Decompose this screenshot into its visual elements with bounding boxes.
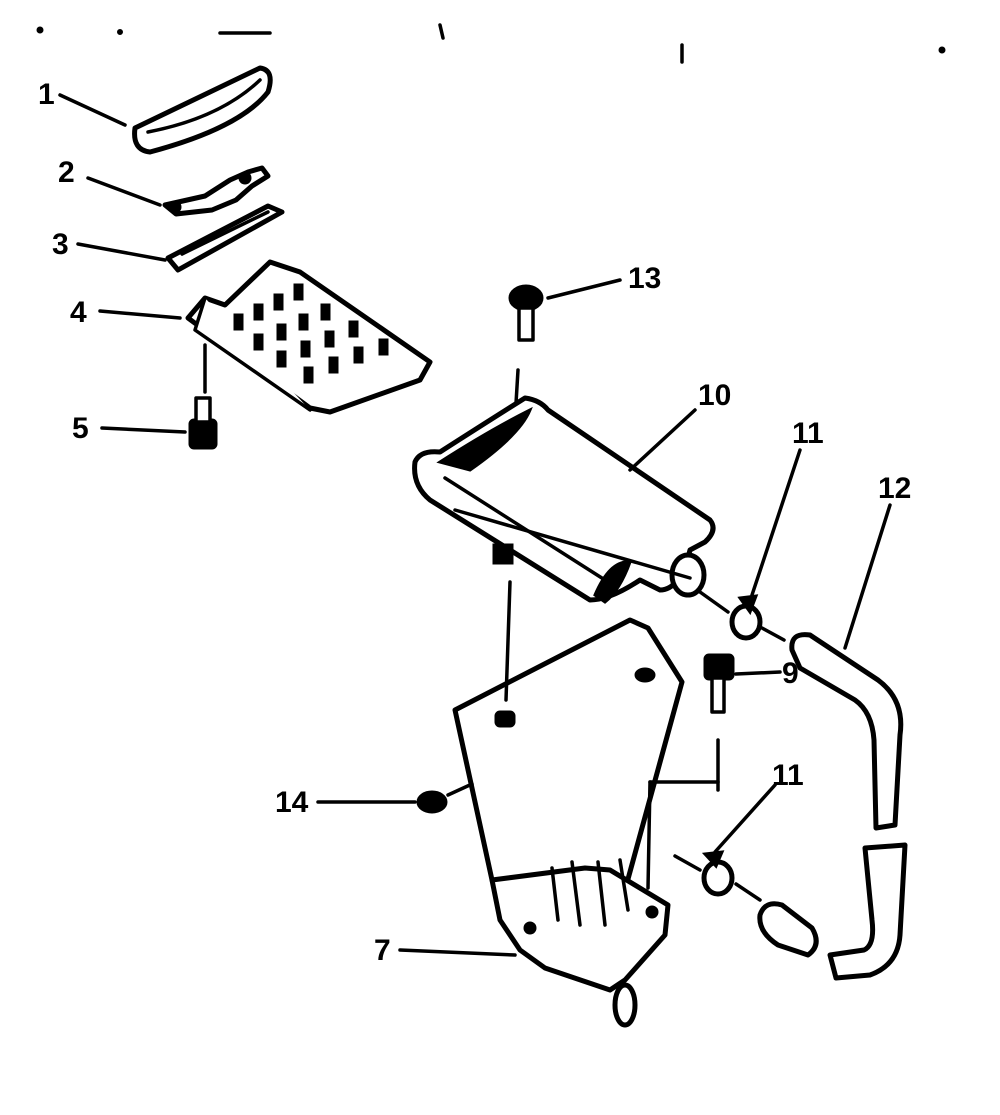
callout-7: 7	[374, 934, 517, 967]
callout-label: 14	[275, 786, 309, 819]
scan-specks	[36, 23, 946, 64]
part-9-screw	[703, 653, 735, 792]
part-7-plate	[452, 580, 720, 1028]
part-3-strip	[165, 203, 285, 273]
callout-label: 13	[628, 262, 661, 295]
part-4-grille	[185, 259, 433, 415]
part-12-hose	[789, 632, 908, 981]
part-14-nut	[416, 782, 474, 814]
callout-5: 5	[72, 412, 187, 445]
part-10-housing	[412, 395, 716, 604]
part-13-screw	[508, 284, 544, 472]
callout-label: 12	[878, 472, 911, 505]
part-11-clamp-upper	[698, 590, 786, 642]
callout-10: 10	[628, 379, 731, 472]
part-1-cover	[132, 65, 273, 155]
part-11-clamp-lower	[673, 850, 762, 902]
callout-label: 3	[52, 228, 69, 261]
callout-label: 10	[698, 379, 731, 412]
callout-13: 13	[546, 262, 661, 300]
callout-11-lower: 11	[713, 759, 804, 854]
callout-2: 2	[58, 156, 162, 207]
callout-9: 9	[734, 657, 799, 690]
part-5-screw	[188, 343, 218, 450]
connector-tube	[757, 901, 819, 958]
callout-label: 9	[782, 657, 799, 690]
callout-label: 7	[374, 934, 391, 967]
callout-label: 11	[772, 759, 804, 792]
grille-slots	[233, 283, 389, 384]
part-2-bracket	[162, 165, 271, 217]
callout-label: 2	[58, 156, 75, 189]
callout-label: 11	[792, 417, 824, 450]
callout-11-upper: 11	[750, 417, 824, 597]
callout-4: 4	[70, 296, 182, 329]
callout-3: 3	[52, 228, 167, 262]
callout-label: 4	[70, 296, 87, 329]
callout-14: 14	[275, 786, 417, 819]
callout-label: 1	[38, 78, 55, 111]
callout-1: 1	[38, 78, 127, 127]
callout-12: 12	[843, 472, 911, 650]
callout-label: 5	[72, 412, 89, 445]
